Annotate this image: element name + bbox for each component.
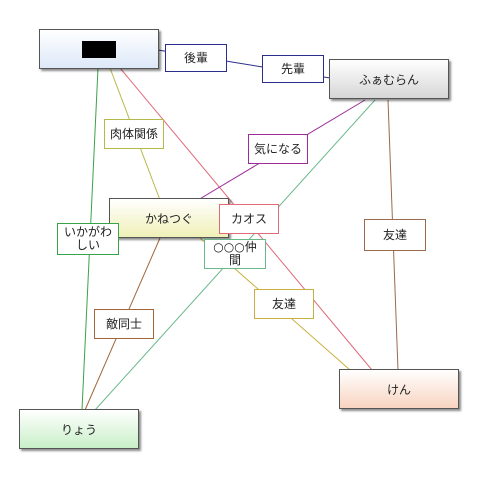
node-ryou-label: りょう: [60, 422, 97, 437]
node-kanetsugu-label: かねつぐ: [144, 211, 193, 226]
node-kanetsugu[interactable]: かねつぐ: [109, 198, 229, 238]
node-ken[interactable]: けん: [339, 369, 459, 409]
label-nakama[interactable]: ○○○仲間: [204, 239, 266, 269]
node-fuamuran-label: ふぁむらん: [358, 72, 419, 87]
label-tekidoushi[interactable]: 敵同士: [94, 309, 154, 339]
label-tomodachi-right[interactable]: 友達: [364, 219, 426, 251]
label-chaos[interactable]: カオス: [219, 204, 279, 234]
label-tomodachi-mid[interactable]: 友達: [254, 289, 314, 319]
node-ken-label: けん: [386, 382, 411, 397]
node-ryou[interactable]: りょう: [19, 409, 139, 449]
label-senpai[interactable]: 先輩: [262, 55, 324, 83]
node-top[interactable]: [39, 29, 159, 69]
label-ikagawashii[interactable]: いかがわしい: [57, 223, 119, 255]
label-nikutai[interactable]: 肉体関係: [104, 119, 164, 149]
redacted-name: [82, 40, 116, 58]
node-fuamuran[interactable]: ふぁむらん: [329, 59, 449, 99]
label-kouhai[interactable]: 後輩: [165, 44, 227, 72]
label-kininaru[interactable]: 気になる: [248, 134, 308, 164]
